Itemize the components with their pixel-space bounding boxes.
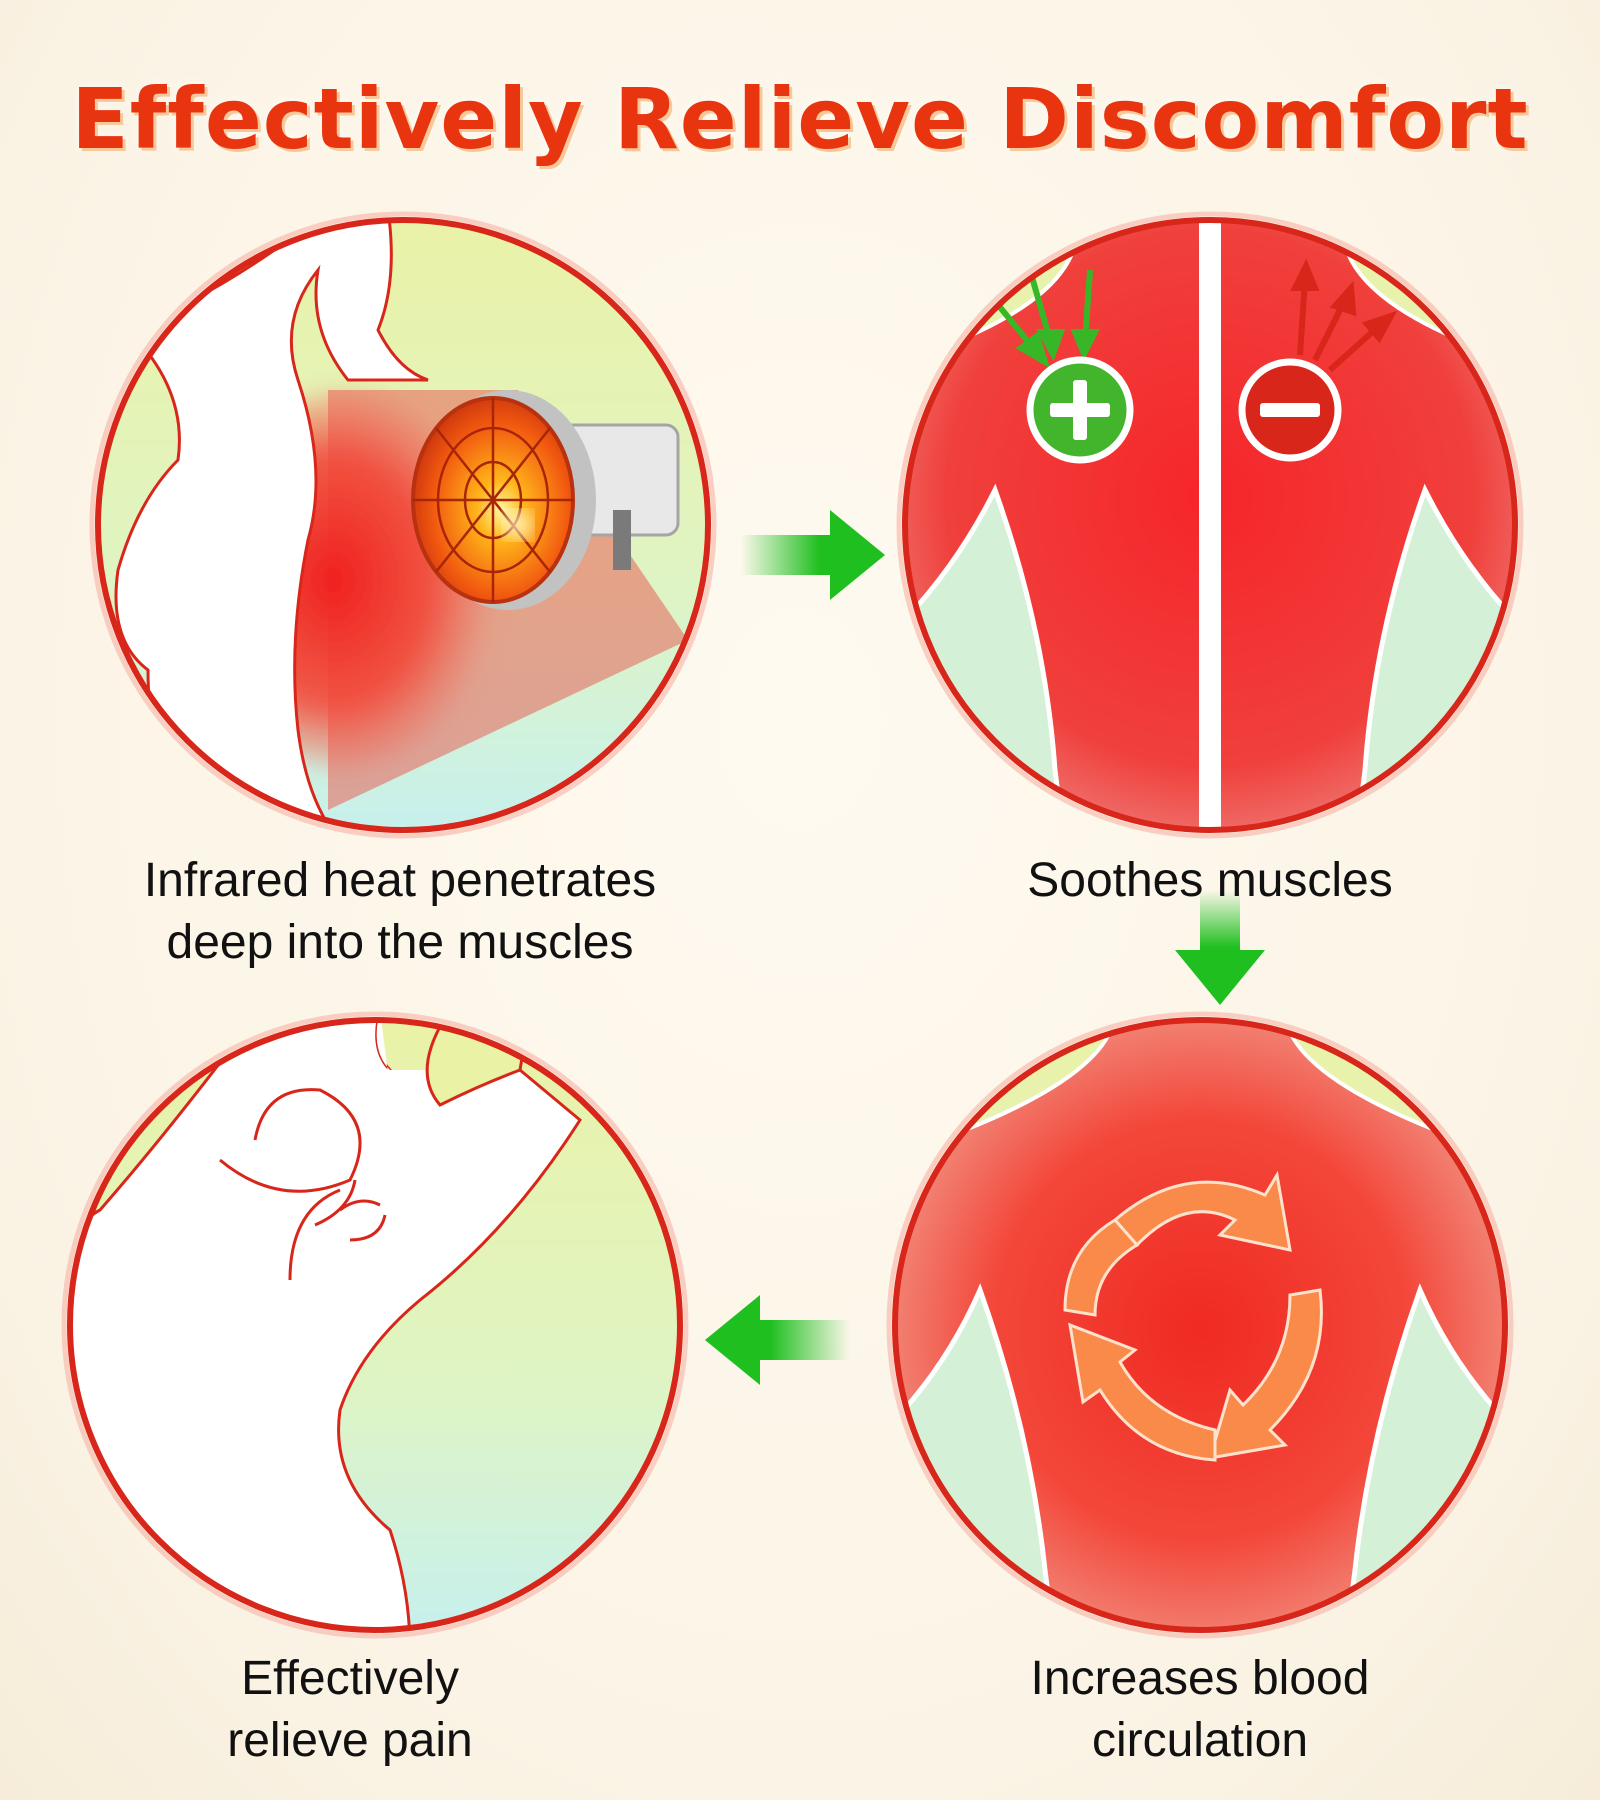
step-3-caption: Increases blood circulation (880, 1648, 1520, 1772)
step-1-caption-line2: deep into the muscles (166, 916, 634, 969)
step-3-caption-line1: Increases blood (1030, 1652, 1370, 1705)
step-2-caption-line1: Soothes muscles (1027, 854, 1393, 907)
step-4-illustration (60, 1010, 690, 1640)
step-3-illustration (885, 1010, 1515, 1640)
arrow-down-icon (1175, 890, 1265, 1005)
step-2-caption: Soothes muscles (880, 850, 1540, 912)
arrow-right-icon (740, 510, 885, 600)
step-4-caption-line1: Effectively (241, 1652, 459, 1705)
step-3-caption-line2: circulation (1091, 1714, 1309, 1767)
step-1-illustration (88, 210, 718, 840)
page-title: Effectively Relieve Discomfort (71, 70, 1529, 168)
step-1-caption: Infrared heat penetrates deep into the m… (60, 850, 740, 974)
step-4-caption-line2: relieve pain (227, 1714, 473, 1767)
arrow-left-icon (705, 1295, 850, 1385)
step-1-caption-line1: Infrared heat penetrates (143, 854, 657, 907)
step-4-caption: Effectively relieve pain (60, 1648, 640, 1772)
step-2-illustration (895, 210, 1525, 840)
